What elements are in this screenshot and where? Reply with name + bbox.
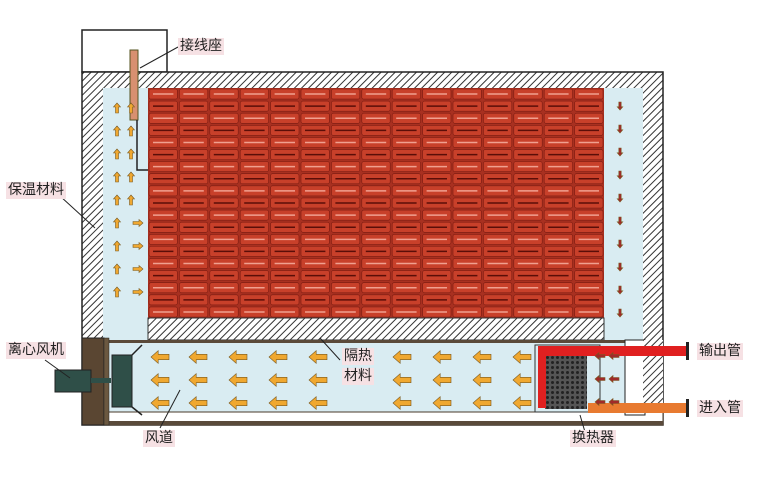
left-arrow-icon [150,396,170,410]
left-arrow-icon [432,373,452,387]
left-arrow-icon [608,397,620,407]
left-arrow-icon [608,351,620,361]
down-arrow-icon [616,285,624,295]
up-arrow-icon [112,194,122,206]
up-arrow-icon [126,102,136,114]
left-arrow-icon [308,373,328,387]
left-arrow-icon [392,373,412,387]
inlet-pipe [588,403,688,413]
left-arrow-icon [308,350,328,364]
left-arrow-icon [268,373,288,387]
down-arrow-icon [616,193,624,203]
left-arrow-icon [392,350,412,364]
up-arrow-icon [112,102,122,114]
up-arrow-icon [112,171,122,183]
up-arrow-icon [112,263,122,275]
left-arrow-icon [432,396,452,410]
left-arrow-icon [512,396,532,410]
down-arrow-icon [616,101,624,111]
left-arrow-icon [472,350,492,364]
label-heat-insulation-1: 隔热 [342,348,374,365]
left-arrow-icon [512,373,532,387]
up-arrow-icon [112,217,122,229]
heat-insulation-layer [147,317,605,341]
up-arrow-icon [126,194,136,206]
leader-lines [44,46,586,433]
left-arrow-icon [228,350,248,364]
up-arrow-icon [126,148,136,160]
up-arrow-icon [112,148,122,160]
left-arrow-icon [512,350,532,364]
heating-elements [148,88,604,318]
right-arrow-icon [132,287,144,297]
right-arrow-icon [132,264,144,274]
left-arrow-icon [268,396,288,410]
label-air-duct: 风道 [143,430,175,447]
left-arrow-icon [594,397,606,407]
label-outlet-pipe: 输出管 [697,343,743,360]
label-heat-exchanger: 换热器 [570,430,616,447]
up-arrow-icon [112,240,122,252]
fan-impeller [111,354,133,408]
down-arrow-icon [616,308,624,318]
label-inlet-pipe: 进入管 [697,400,743,417]
up-arrow-icon [126,171,136,183]
left-arrow-icon [392,396,412,410]
terminal-rod [129,49,139,121]
left-arrow-icon [188,373,208,387]
fan-motor [54,369,92,393]
left-arrow-icon [594,374,606,384]
left-arrow-icon [228,396,248,410]
label-centrifugal-fan: 离心风机 [6,342,66,359]
left-arrow-icon [472,396,492,410]
left-arrow-icon [608,374,620,384]
label-insulation-material: 保温材料 [6,182,66,199]
left-arrow-icon [150,373,170,387]
label-terminal-block: 接线座 [178,38,224,55]
junction-box [81,29,168,73]
left-arrow-icon [188,350,208,364]
left-air-channel [103,88,148,340]
label-heat-insulation-2: 材料 [342,368,374,385]
right-arrow-icon [132,241,144,251]
outlet-pipe [538,346,688,356]
down-arrow-icon [616,262,624,272]
left-arrow-icon [188,396,208,410]
down-arrow-icon [616,124,624,134]
left-arrow-icon [150,350,170,364]
up-arrow-icon [126,125,136,137]
airflow-arrows [112,101,624,410]
up-arrow-icon [112,286,122,298]
down-arrow-icon [616,170,624,180]
left-arrow-icon [228,373,248,387]
down-arrow-icon [616,147,624,157]
right-arrow-icon [132,218,144,228]
left-arrow-icon [472,373,492,387]
left-arrow-icon [432,350,452,364]
up-arrow-icon [112,125,122,137]
right-air-channel [604,88,643,340]
left-arrow-icon [268,350,288,364]
down-arrow-icon [616,239,624,249]
down-arrow-icon [616,216,624,226]
left-arrow-icon [594,351,606,361]
left-arrow-icon [308,396,328,410]
